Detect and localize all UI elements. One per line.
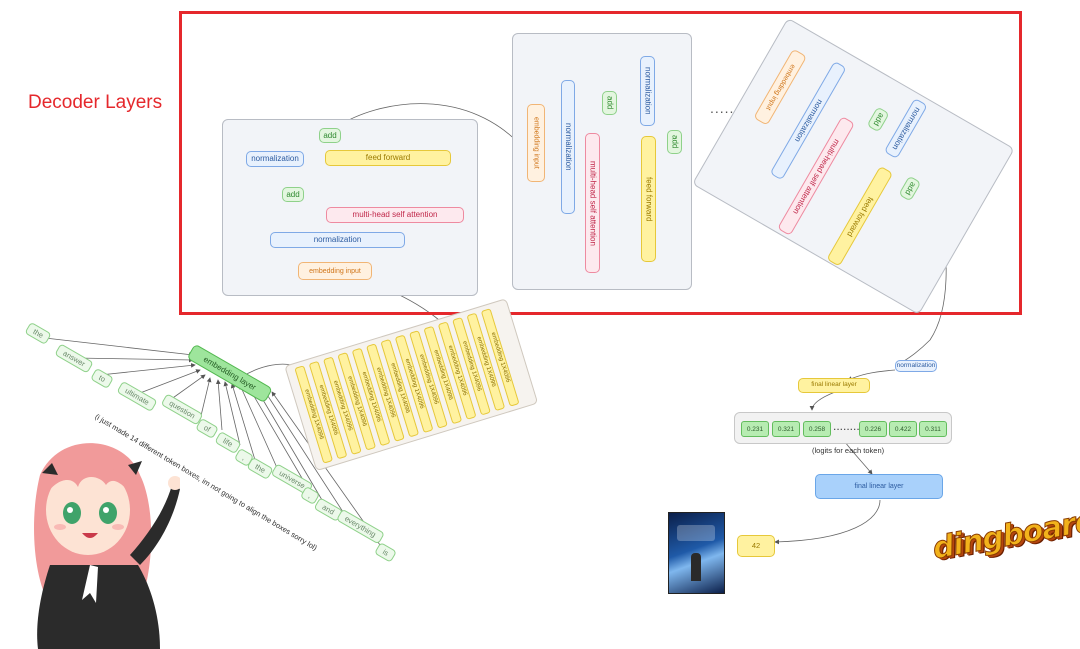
logits-caption: (logits for each token) bbox=[812, 446, 885, 455]
feed-forward-box: feed forward bbox=[325, 150, 451, 166]
logit-value: 0.258 bbox=[803, 421, 831, 437]
logit-value: 0.311 bbox=[919, 421, 947, 437]
embedding-input-box: embedding input bbox=[527, 104, 545, 182]
final-linear-layer-box: final linear layer bbox=[815, 474, 943, 499]
decoder-layers-frame bbox=[179, 11, 1022, 315]
anime-character-image bbox=[34, 443, 180, 649]
final-normalization-box: normalization bbox=[895, 360, 937, 372]
logit-value: 0.422 bbox=[889, 421, 917, 437]
normalization-box: normalization bbox=[246, 151, 304, 167]
feed-forward-box: feed forward bbox=[641, 136, 656, 262]
logit-value: 0.231 bbox=[741, 421, 769, 437]
add-box: add bbox=[602, 91, 617, 115]
add-box: add bbox=[667, 130, 682, 154]
normalization-box: normalization bbox=[640, 56, 655, 126]
answer-box: 42 bbox=[737, 535, 775, 557]
add-box: add bbox=[319, 128, 341, 143]
logits-container: 0.231 0.321 0.258 ......... 0.226 0.422 … bbox=[734, 412, 952, 444]
multi-head-attention-box: multi-head self attention bbox=[585, 133, 600, 273]
add-box: add bbox=[282, 187, 304, 202]
logit-value: 0.321 bbox=[772, 421, 800, 437]
multi-head-attention-box: multi-head self attention bbox=[326, 207, 464, 223]
movie-poster-image bbox=[668, 512, 725, 594]
normalization-box: normalization bbox=[270, 232, 405, 248]
embedding-input-box: embedding input bbox=[298, 262, 372, 280]
final-linear-layer-box: final linear layer bbox=[798, 378, 870, 393]
logit-value: 0.226 bbox=[859, 421, 887, 437]
page-title: Decoder Layers bbox=[28, 92, 163, 113]
logits-ellipsis: ......... bbox=[833, 419, 864, 433]
normalization-box: normalization bbox=[561, 80, 575, 214]
